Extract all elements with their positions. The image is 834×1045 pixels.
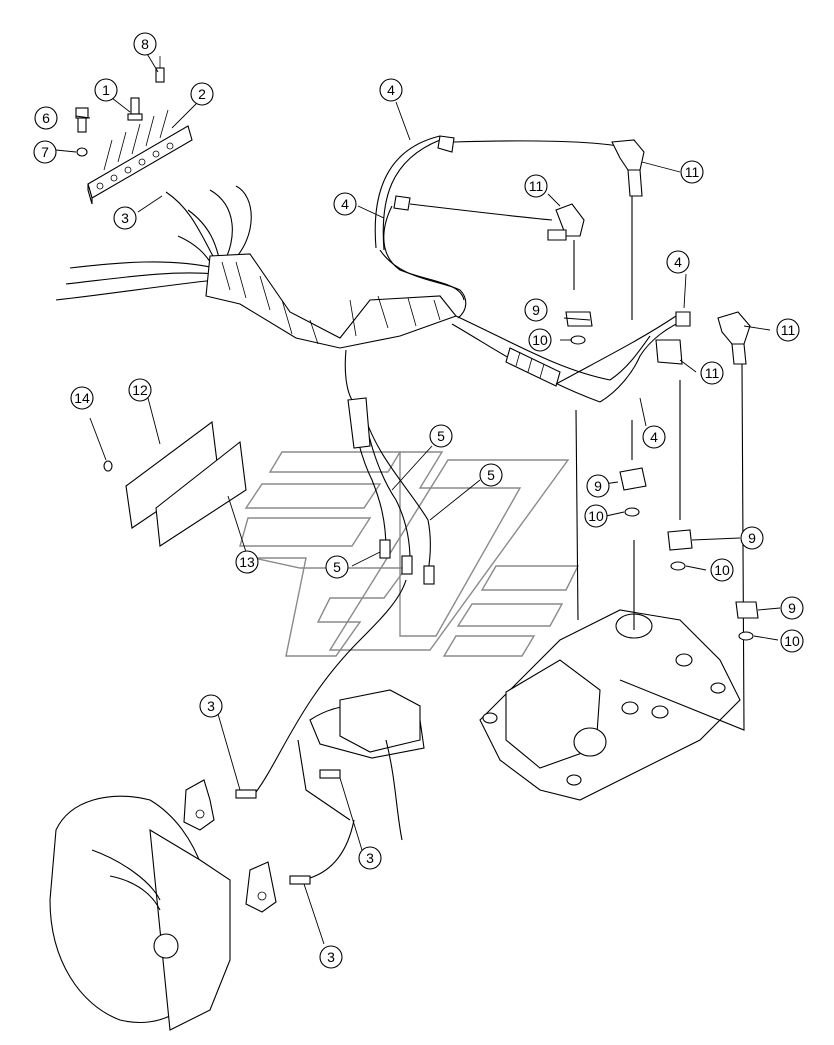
callout: 10 — [528, 328, 552, 352]
nuts-and-orings — [565, 311, 759, 641]
callout: 3 — [319, 945, 343, 969]
callout: 11 — [524, 174, 548, 198]
sensor-part-3-lower — [235, 579, 407, 885]
wire-harness — [55, 135, 691, 841]
callout: 4 — [333, 192, 357, 216]
callout: 2 — [190, 82, 214, 106]
callout: 1 — [94, 78, 118, 102]
callout: 9 — [780, 596, 804, 620]
callout: 9 — [524, 298, 548, 322]
callout-label: 10 — [588, 508, 604, 524]
valve-housing — [479, 609, 741, 801]
callout: 6 — [34, 106, 58, 130]
callout: 14 — [70, 386, 94, 410]
callout: 13 — [235, 550, 259, 574]
terminal-block — [87, 109, 193, 205]
callout: 3 — [199, 694, 223, 718]
callout-label: 4 — [650, 429, 658, 445]
callout-label: 7 — [41, 144, 49, 160]
washer-part-7 — [76, 147, 88, 157]
callout-label: 3 — [366, 850, 374, 866]
gasket-parts — [103, 420, 247, 547]
callout: 9 — [740, 526, 764, 550]
callout: 10 — [584, 504, 608, 528]
callout-label: 9 — [748, 530, 756, 546]
leader-lines — [55, 51, 781, 945]
callout: 10 — [780, 629, 804, 653]
hose-parts-4 — [409, 140, 677, 385]
elbow-parts-11 — [547, 139, 751, 731]
callout: 12 — [128, 378, 152, 402]
callout-label: 11 — [685, 164, 700, 180]
callout: 8 — [133, 32, 157, 56]
callout-label: 3 — [327, 949, 335, 965]
callout: 4 — [379, 78, 403, 102]
callout-label: 10 — [714, 562, 730, 578]
callout-label: 9 — [594, 478, 602, 494]
bolt-part-6 — [75, 107, 89, 133]
callout: 4 — [642, 425, 666, 449]
callout-label: 11 — [781, 322, 796, 338]
callout: 4 — [666, 250, 690, 274]
watermark-logo — [239, 451, 580, 657]
callout: 5 — [325, 555, 349, 579]
callout-label: 3 — [207, 698, 215, 714]
callout-label: 9 — [788, 600, 796, 616]
callout: 11 — [680, 160, 704, 184]
callout: 9 — [586, 474, 610, 498]
callout-label: 5 — [437, 428, 445, 444]
callout: 3 — [113, 206, 137, 230]
callout-label: 4 — [341, 196, 349, 212]
callout: 7 — [33, 140, 57, 164]
transmission-case — [49, 779, 277, 1031]
callout-label: 10 — [784, 633, 800, 649]
callout-label: 4 — [674, 254, 682, 270]
callout-label: 12 — [132, 382, 148, 398]
callout-label: 1 — [102, 82, 110, 98]
callout-label: 6 — [42, 110, 50, 126]
callout-label: 8 — [141, 36, 149, 52]
callout-label: 3 — [121, 210, 129, 226]
callout: 10 — [710, 558, 734, 582]
callout-label: 4 — [387, 82, 395, 98]
callout-label: 14 — [74, 390, 90, 406]
sensor-part-8 — [155, 56, 165, 83]
callout-label: 11 — [529, 178, 544, 194]
callout-label: 11 — [705, 365, 720, 381]
callout: 3 — [358, 846, 382, 870]
callout-label: 10 — [532, 332, 548, 348]
callout-label: 5 — [487, 467, 495, 483]
callout-label: 9 — [532, 302, 540, 318]
callout-label: 5 — [333, 559, 341, 575]
fitting-part-1 — [127, 97, 143, 121]
callout-label: 2 — [198, 86, 206, 102]
callout: 11 — [776, 318, 800, 342]
callout: 5 — [429, 424, 453, 448]
callout: 11 — [700, 361, 724, 385]
callout: 5 — [479, 463, 503, 487]
callout-label: 13 — [239, 554, 255, 570]
